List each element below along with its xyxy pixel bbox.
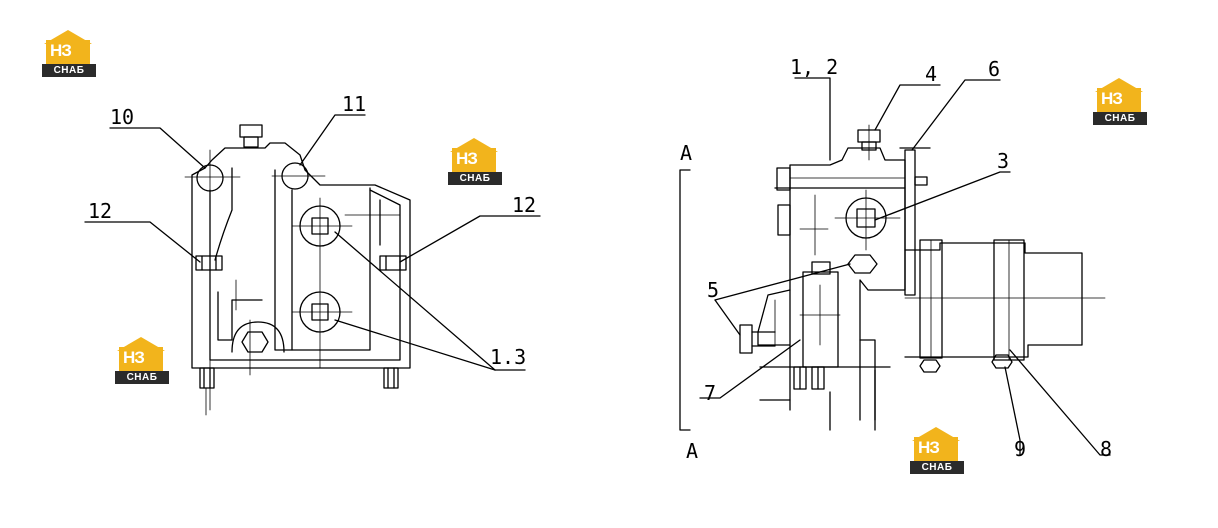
callout-4: 4 — [925, 62, 937, 86]
callout-10: 10 — [110, 105, 134, 129]
callout-3: 3 — [997, 149, 1009, 173]
callout-9: 9 — [1014, 437, 1026, 461]
watermark-logo: НЗ СНАБ — [1093, 78, 1149, 128]
right-view-drawing — [679, 77, 1111, 456]
watermark-logo: НЗ СНАБ — [115, 337, 171, 387]
callout-12-right: 12 — [512, 193, 536, 217]
callout-labels: 10 11 12 12 1.3 A A 1, 2 4 6 3 5 7 9 8 — [88, 55, 1112, 463]
watermark-logo-band: СНАБ — [448, 172, 502, 185]
callout-1-3: 1.3 — [490, 345, 526, 369]
section-label-a-bottom: A — [686, 439, 698, 463]
watermark-logo-letters: НЗ — [50, 41, 72, 60]
watermark-logo-band: СНАБ — [42, 64, 96, 77]
section-label-a-top: A — [680, 141, 692, 165]
callout-8: 8 — [1100, 437, 1112, 461]
callout-1-2: 1, 2 — [790, 55, 838, 79]
watermark-logo: НЗ СНАБ — [910, 427, 966, 477]
watermark-logo: НЗ СНАБ — [42, 30, 98, 80]
callout-6: 6 — [988, 57, 1000, 81]
watermark-logo-band: СНАБ — [115, 371, 169, 384]
callout-11: 11 — [342, 92, 366, 116]
callout-5: 5 — [707, 278, 719, 302]
watermark-logo-letters: НЗ — [123, 348, 145, 367]
watermark-logo: НЗ СНАБ — [448, 138, 504, 188]
watermark-logo-letters: НЗ — [456, 149, 478, 168]
watermark-logo-letters: НЗ — [918, 438, 940, 457]
watermark-logo-band: СНАБ — [1093, 112, 1147, 125]
left-view-drawing — [84, 114, 541, 416]
watermark-logo-band: СНАБ — [910, 461, 964, 474]
callout-7: 7 — [704, 381, 716, 405]
callout-12-left: 12 — [88, 199, 112, 223]
watermark-logo-letters: НЗ — [1101, 89, 1123, 108]
